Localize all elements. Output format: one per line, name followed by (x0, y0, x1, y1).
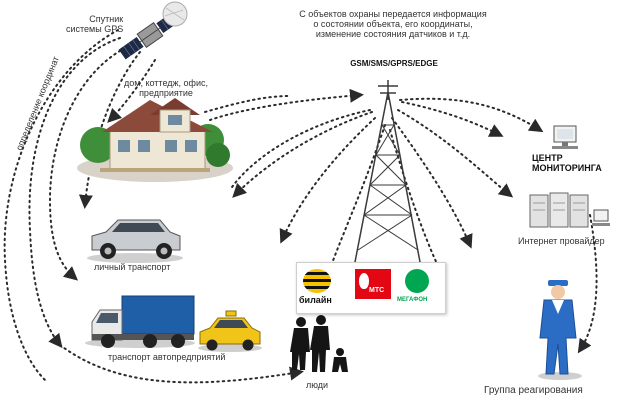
car-label: личный транспорт (94, 262, 171, 272)
fleet-label: транспорт автопредприятий (108, 352, 226, 362)
top-info-text: С объектов охраны передается информация … (299, 9, 487, 39)
server-icon (529, 192, 610, 228)
gps-label: Спутник системы GPS (66, 14, 124, 34)
beeline-logo-icon (303, 269, 331, 293)
satellite-icon (118, 1, 188, 60)
operators-panel: билайн МТС МЕГАФОН (296, 262, 446, 314)
people-icon (290, 315, 348, 372)
house-icon (77, 98, 233, 182)
mts-label: МТС (369, 287, 385, 294)
house-label: дом, коттедж, офис, предприятие (124, 78, 208, 98)
megafon-label: МЕГАФОН (397, 297, 428, 303)
mts-logo-icon: МТС (355, 269, 391, 299)
truck-icon (85, 295, 195, 348)
guard-icon (538, 280, 582, 380)
computer-icon (552, 125, 578, 149)
taxi-icon (198, 310, 262, 352)
people-label: люди (306, 380, 329, 390)
network-label: GSM/SMS/GPRS/EDGE (350, 59, 438, 68)
provider-label: Интернет провайдер (518, 236, 605, 246)
response-group-label: Группа реагирования (484, 385, 583, 396)
tower-icon (354, 80, 421, 263)
connection-lines (3, 29, 598, 384)
megafon-logo-icon (405, 269, 429, 293)
monitoring-label: ЦЕНТР МОНИТОРИНГА (532, 153, 602, 173)
suv-icon (87, 219, 183, 263)
beeline-label: билайн (299, 295, 332, 305)
